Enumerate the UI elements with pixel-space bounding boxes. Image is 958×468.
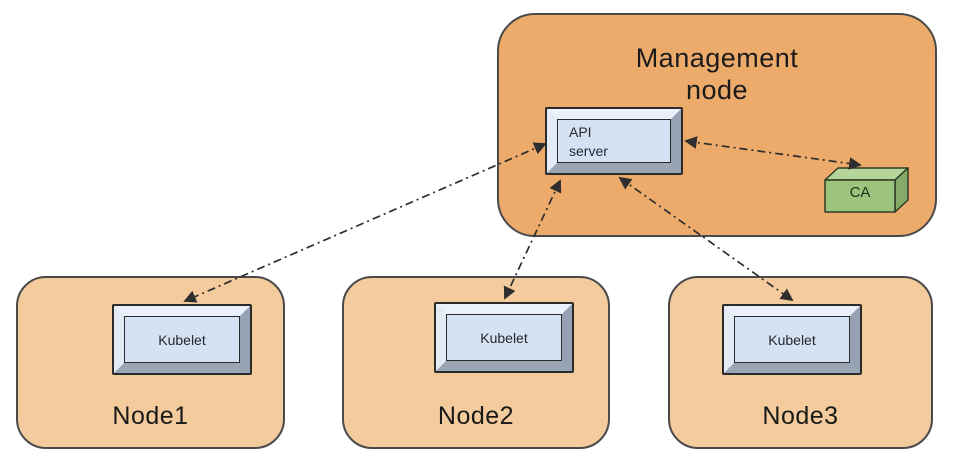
node1-box: Kubelet Node1 bbox=[16, 276, 285, 449]
ca-box: CA bbox=[824, 167, 909, 213]
api-server-box: API server bbox=[545, 107, 683, 175]
ca-label: CA bbox=[849, 184, 871, 201]
node2-kubelet-box: Kubelet bbox=[434, 302, 574, 373]
node3-kubelet-box: Kubelet bbox=[722, 304, 862, 375]
api-server-label: API server bbox=[569, 124, 608, 159]
node2-box: Kubelet Node2 bbox=[342, 276, 610, 449]
node3-box: Kubelet Node3 bbox=[668, 276, 933, 449]
node1-kubelet-box: Kubelet bbox=[112, 304, 252, 375]
node2-label: Node2 bbox=[437, 402, 515, 430]
node2-kubelet-label: Kubelet bbox=[446, 314, 562, 361]
node3-label: Node3 bbox=[762, 402, 839, 430]
management-node-box: Management node API server CA bbox=[497, 13, 937, 237]
api-server-bevel: API server bbox=[547, 109, 681, 173]
node3-kubelet-label: Kubelet bbox=[734, 316, 850, 363]
management-node-title: Management node bbox=[635, 43, 799, 105]
node1-kubelet-label: Kubelet bbox=[124, 316, 240, 363]
ca-cuboid-shape bbox=[824, 167, 909, 213]
node1-label: Node1 bbox=[112, 402, 189, 430]
